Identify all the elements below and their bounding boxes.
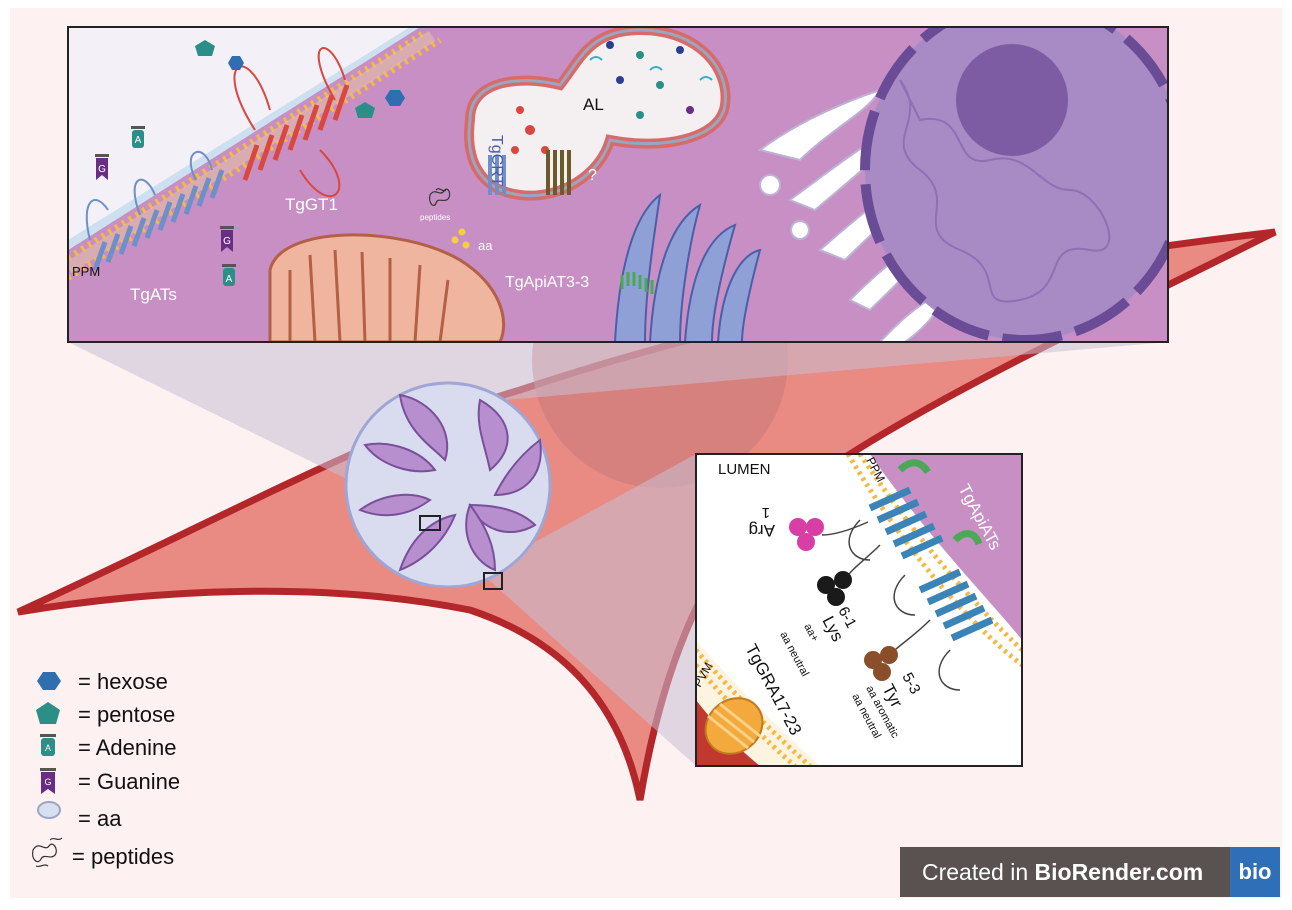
mitochondrion xyxy=(268,233,506,342)
tyr-cluster xyxy=(864,646,898,681)
arg-cluster xyxy=(789,518,824,551)
adenine-icon: A xyxy=(40,734,56,756)
guanine-icon: G xyxy=(40,768,56,794)
svg-text:G: G xyxy=(44,777,51,787)
tgcrt-label: TgCRT xyxy=(488,135,505,186)
hexose-icon xyxy=(228,56,244,70)
tgapiats-transporter xyxy=(868,486,994,642)
peptides-cluster xyxy=(429,188,451,207)
lys-cluster xyxy=(817,571,852,606)
svg-text:A: A xyxy=(226,274,233,285)
ppm-label: PPM xyxy=(72,264,100,279)
zoom-wedge-top xyxy=(68,342,1168,520)
tggra17-23-pore xyxy=(704,697,764,755)
guanine-icon xyxy=(95,154,109,180)
tgats-label: TgATs xyxy=(130,285,177,304)
badge-text: Created in BioRender.com xyxy=(900,859,1230,886)
legend-pentose: = pentose xyxy=(78,702,175,727)
svg-text:G: G xyxy=(98,164,106,175)
badge-prefix: Created in xyxy=(922,858,1035,885)
svg-text:A: A xyxy=(45,743,51,753)
adenine-icon xyxy=(131,126,145,148)
tggt1-transporter xyxy=(233,47,350,198)
biorender-badge[interactable]: Created in BioRender.com bio xyxy=(900,847,1280,897)
legend-hexose: = hexose xyxy=(78,669,168,694)
pentose-icon xyxy=(355,102,375,118)
amino-acid-icon xyxy=(37,801,61,819)
tggt1-label: TgGT1 xyxy=(285,195,338,214)
hexose-icon xyxy=(385,90,405,106)
peptides-icon xyxy=(32,837,63,868)
legend-peptides: = peptides xyxy=(72,844,174,869)
aa-label: aa xyxy=(478,238,493,253)
pentagon-icon xyxy=(36,702,60,724)
hexagon-icon xyxy=(37,672,61,690)
tgapiat3-label: TgApiAT3-3 xyxy=(505,274,589,291)
zoom-wedge-inset xyxy=(480,454,696,766)
arg-label: Arg xyxy=(749,521,775,540)
legend-guanine: = Guanine xyxy=(78,769,180,794)
adenine-icon xyxy=(222,264,236,286)
pentose-icon xyxy=(195,40,215,56)
legend-adenine: = Adenine xyxy=(78,735,176,760)
peptides-label: peptides xyxy=(420,213,450,222)
lumen-label: LUMEN xyxy=(718,461,771,478)
legend-aa: = aa xyxy=(78,806,122,831)
tgapiat3-transporter xyxy=(620,272,654,294)
badge-brand: BioRender.com xyxy=(1034,858,1204,885)
top-panel: A G G A xyxy=(67,26,1169,343)
al-label: AL xyxy=(583,95,604,114)
inset-panel: LUMEN PPM TgApiATs 1 Arg 6-1 Lys aa+ aa … xyxy=(695,453,1023,767)
arg-number: 1 xyxy=(762,504,770,521)
question-label: ? xyxy=(588,167,597,184)
svg-text:G: G xyxy=(223,236,231,247)
biorender-logo-icon: bio xyxy=(1230,847,1280,897)
parasite-nucleus xyxy=(860,27,1168,342)
legend: A G = hexose = pentose = Adenine = Guani… xyxy=(32,669,180,869)
vacuole xyxy=(464,27,731,201)
tgats-transporters xyxy=(85,150,225,271)
svg-text:A: A xyxy=(135,135,142,146)
golgi xyxy=(613,192,762,342)
parasite-rosette xyxy=(344,381,552,590)
guanine-icon xyxy=(220,226,234,252)
